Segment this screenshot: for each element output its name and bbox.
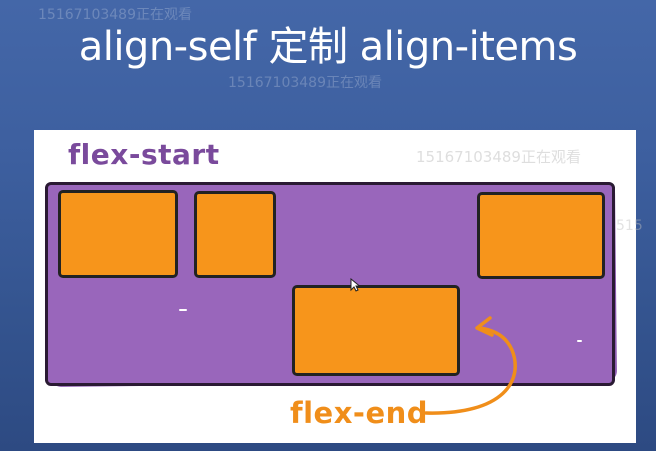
flex-item-1 bbox=[58, 190, 178, 278]
mouse-pointer-icon bbox=[350, 278, 360, 292]
flex-end-label: flex-end bbox=[290, 396, 429, 430]
slide-title: align-self 定制 align-items bbox=[78, 24, 578, 70]
flex-item-3 bbox=[477, 192, 605, 279]
watermark-top-left: 15167103489正在观看 bbox=[38, 7, 192, 23]
watermark-panel: 15167103489正在观看 bbox=[416, 148, 581, 166]
flex-item-flex-end bbox=[292, 285, 460, 376]
watermark-top-middle: 15167103489正在观看 bbox=[228, 75, 382, 91]
chalk-speck bbox=[577, 340, 582, 342]
chalk-speck bbox=[179, 309, 187, 311]
diagram-panel: flex-start 15167103489正在观看 flex-end bbox=[34, 130, 636, 443]
watermark-right-partial: 515 bbox=[616, 218, 643, 234]
flex-start-label: flex-start bbox=[68, 138, 220, 171]
flex-item-2 bbox=[194, 191, 276, 278]
